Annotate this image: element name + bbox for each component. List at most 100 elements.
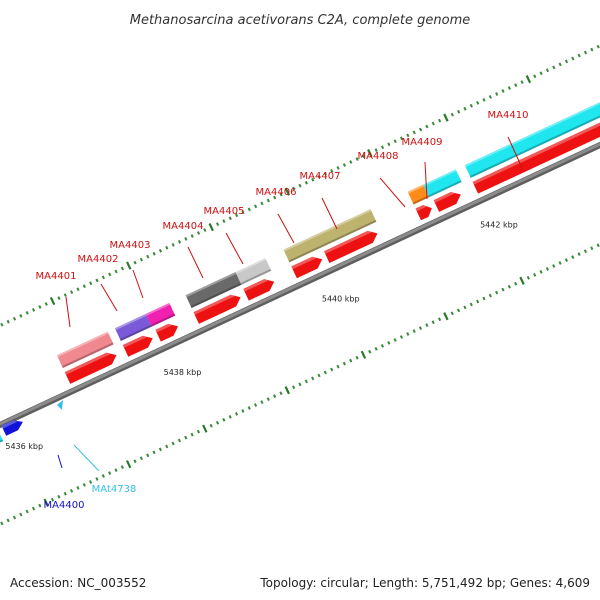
minor-tick-mark bbox=[412, 329, 416, 333]
minor-tick-mark bbox=[349, 160, 353, 164]
label-leader-lines bbox=[57, 136, 524, 472]
minor-tick-mark bbox=[501, 287, 505, 292]
minor-tick-mark bbox=[273, 195, 277, 200]
minor-tick-mark bbox=[552, 65, 556, 70]
minor-tick-mark bbox=[495, 92, 499, 96]
cds-arrow-highlight bbox=[64, 352, 111, 375]
minor-tick-mark bbox=[152, 450, 156, 455]
gene-bar-darkgray-shade bbox=[190, 282, 242, 308]
minor-tick-mark bbox=[165, 444, 169, 449]
minor-tick-mark bbox=[476, 299, 480, 304]
major-tick-mark bbox=[126, 261, 132, 270]
minor-tick-mark bbox=[355, 355, 359, 360]
minor-tick-mark bbox=[184, 435, 188, 440]
minor-tick-mark bbox=[317, 174, 321, 179]
minor-tick-mark bbox=[342, 361, 346, 366]
minor-tick-mark bbox=[323, 370, 327, 375]
cds-arrow-body bbox=[472, 121, 600, 194]
gene-bar-purple-shade bbox=[120, 324, 152, 341]
gene-bar-pink-shade bbox=[62, 342, 114, 368]
gene-labels: MA4400MAt4738MA4401MA4402MA4403MA4404MA4… bbox=[36, 110, 529, 511]
gene-label-ma4407: MA4407 bbox=[300, 171, 341, 182]
cds-arrow-body bbox=[122, 335, 153, 357]
minor-tick-mark bbox=[399, 335, 404, 339]
gene-bar-darkgray bbox=[185, 272, 242, 308]
minor-tick-mark bbox=[431, 121, 435, 126]
gene-bar-magenta-highlight bbox=[145, 302, 171, 316]
minor-tick-mark bbox=[101, 275, 105, 280]
cds-arrow bbox=[243, 279, 275, 301]
gene-label-ma4410: MA4410 bbox=[488, 110, 529, 121]
minor-tick-mark bbox=[323, 171, 327, 176]
cds-arrow bbox=[291, 256, 323, 279]
minor-tick-mark bbox=[69, 488, 74, 493]
minor-tick-mark bbox=[418, 127, 423, 132]
minor-tick-mark bbox=[209, 423, 213, 428]
minor-tick-mark bbox=[101, 474, 105, 478]
label-leader-line bbox=[507, 136, 524, 171]
minor-tick-mark bbox=[279, 391, 283, 396]
minor-tick-mark bbox=[114, 468, 118, 472]
minor-tick-mark bbox=[387, 341, 391, 345]
cds-arrow bbox=[323, 230, 378, 263]
label-leader-line bbox=[187, 246, 204, 279]
minor-tick-mark bbox=[38, 305, 42, 309]
minor-tick-mark bbox=[63, 491, 67, 496]
gene-bar-olive-highlight bbox=[283, 209, 372, 252]
minor-tick-mark bbox=[514, 281, 518, 286]
minor-tick-mark bbox=[279, 192, 283, 197]
gene-bar-darkgray-body bbox=[185, 272, 242, 308]
label-leader-line bbox=[73, 444, 100, 472]
minor-tick-mark bbox=[215, 222, 220, 227]
minor-tick-mark bbox=[482, 296, 486, 301]
cds-arrow-body bbox=[155, 323, 179, 342]
minor-tick-mark bbox=[368, 349, 372, 354]
minor-tick-mark bbox=[177, 240, 182, 244]
minor-tick-mark bbox=[184, 237, 188, 241]
minor-tick-mark bbox=[482, 98, 486, 102]
minor-tick-mark bbox=[241, 210, 245, 215]
minor-tick-mark bbox=[520, 80, 524, 85]
minor-tick-mark bbox=[533, 272, 537, 277]
minor-tick-mark bbox=[190, 432, 194, 437]
minor-tick-mark bbox=[31, 506, 36, 511]
minor-tick-mark bbox=[577, 53, 581, 58]
label-leader-line bbox=[321, 197, 338, 230]
gene-label-ma4404: MA4404 bbox=[163, 221, 204, 232]
gene-label-mat4738: MAt4738 bbox=[92, 484, 137, 495]
minor-tick-mark bbox=[95, 278, 99, 283]
minor-tick-mark bbox=[44, 302, 48, 306]
minor-tick-mark bbox=[158, 447, 162, 452]
minor-tick-mark bbox=[139, 456, 143, 461]
minor-tick-mark bbox=[311, 376, 315, 381]
minor-tick-mark bbox=[76, 485, 80, 490]
gene-bar-cyan-body bbox=[423, 169, 462, 198]
cds-arrow-body bbox=[323, 230, 378, 263]
gene-bar-purple-body bbox=[114, 313, 152, 341]
minor-tick-mark bbox=[266, 198, 270, 203]
minor-tick-mark bbox=[63, 293, 67, 298]
minor-tick-mark bbox=[108, 272, 112, 277]
minor-tick-mark bbox=[533, 74, 537, 79]
minor-tick-mark bbox=[361, 154, 366, 158]
minor-tick-mark bbox=[469, 302, 473, 307]
gene-label-ma4405: MA4405 bbox=[204, 206, 245, 217]
gene-bar-lightgray-body bbox=[235, 258, 272, 285]
gene-label-ma4401: MA4401 bbox=[36, 271, 77, 282]
cds-arrow-highlight bbox=[122, 335, 147, 348]
minor-tick-mark bbox=[545, 267, 549, 271]
minor-tick-mark bbox=[25, 311, 29, 315]
minor-tick-mark bbox=[228, 414, 232, 419]
minor-tick-mark bbox=[222, 417, 226, 422]
genome-backbone bbox=[0, 141, 600, 429]
minor-tick-mark bbox=[260, 400, 264, 404]
label-leader-line bbox=[100, 283, 118, 312]
gene-arrow-blue-body bbox=[1, 420, 23, 436]
major-tick-mark bbox=[443, 312, 449, 321]
minor-tick-mark bbox=[57, 494, 61, 499]
minor-tick-mark bbox=[133, 260, 137, 265]
cds-arrow-body bbox=[193, 294, 241, 324]
gene-label-ma4408: MA4408 bbox=[358, 151, 399, 162]
minor-tick-mark bbox=[412, 130, 416, 135]
